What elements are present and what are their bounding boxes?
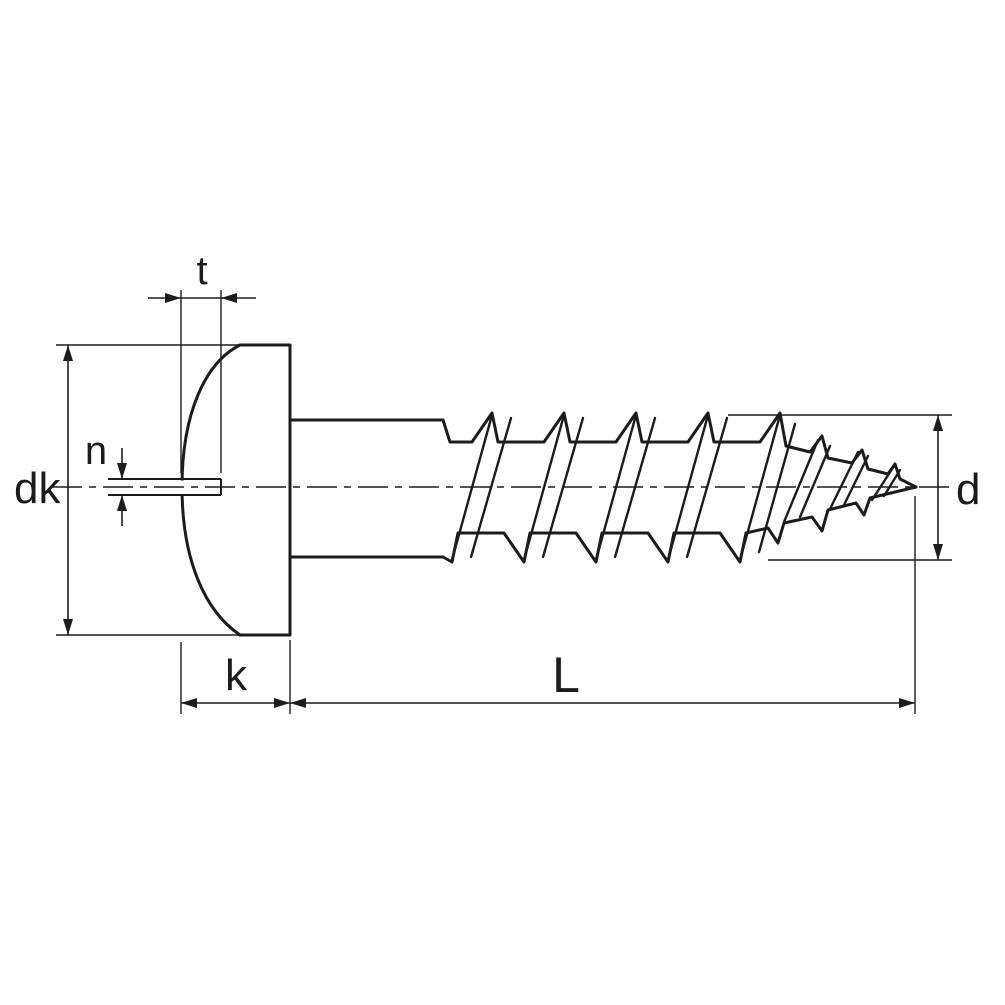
dimension-d-label: d [956, 465, 980, 514]
dimension-L-arrow-right [899, 698, 915, 708]
dimension-L-label: L [552, 647, 580, 703]
dimension-t-extension-lines [180, 290, 222, 473]
dimension-dk-arrow-bottom [63, 619, 73, 635]
dimension-t-label: t [196, 249, 207, 293]
dimension-dk: dk [14, 344, 246, 636]
dimension-d-extension-lines [728, 414, 952, 561]
dimension-d: d [728, 414, 980, 561]
dimension-dk-arrow-top [63, 345, 73, 361]
dimension-n-arrow-top [117, 463, 127, 479]
thread-bottom-profile [441, 485, 918, 564]
dimension-d-arrow-bottom [933, 544, 943, 560]
screw-body [108, 343, 918, 637]
dimension-k: k [180, 640, 291, 714]
dimension-L: L [290, 496, 916, 714]
dimension-t-arrow-right [221, 293, 237, 303]
dimension-t-arrow-left [165, 293, 181, 303]
dimension-k-label: k [225, 651, 248, 700]
dimension-dk-label: dk [14, 464, 61, 513]
dimension-t: t [148, 249, 256, 473]
dimension-n: n [85, 429, 127, 526]
dimension-k-arrow-left [181, 698, 197, 708]
dimension-k-arrow-right [274, 698, 290, 708]
dimension-k-extension-lines [180, 640, 291, 714]
dimension-d-arrow-top [933, 415, 943, 431]
dimension-n-arrow-bottom [117, 495, 127, 511]
dimension-n-label: n [85, 429, 107, 473]
dimension-dk-extension-lines [56, 344, 246, 636]
screw-shank [288, 418, 445, 559]
dimension-L-arrow-left [290, 698, 306, 708]
